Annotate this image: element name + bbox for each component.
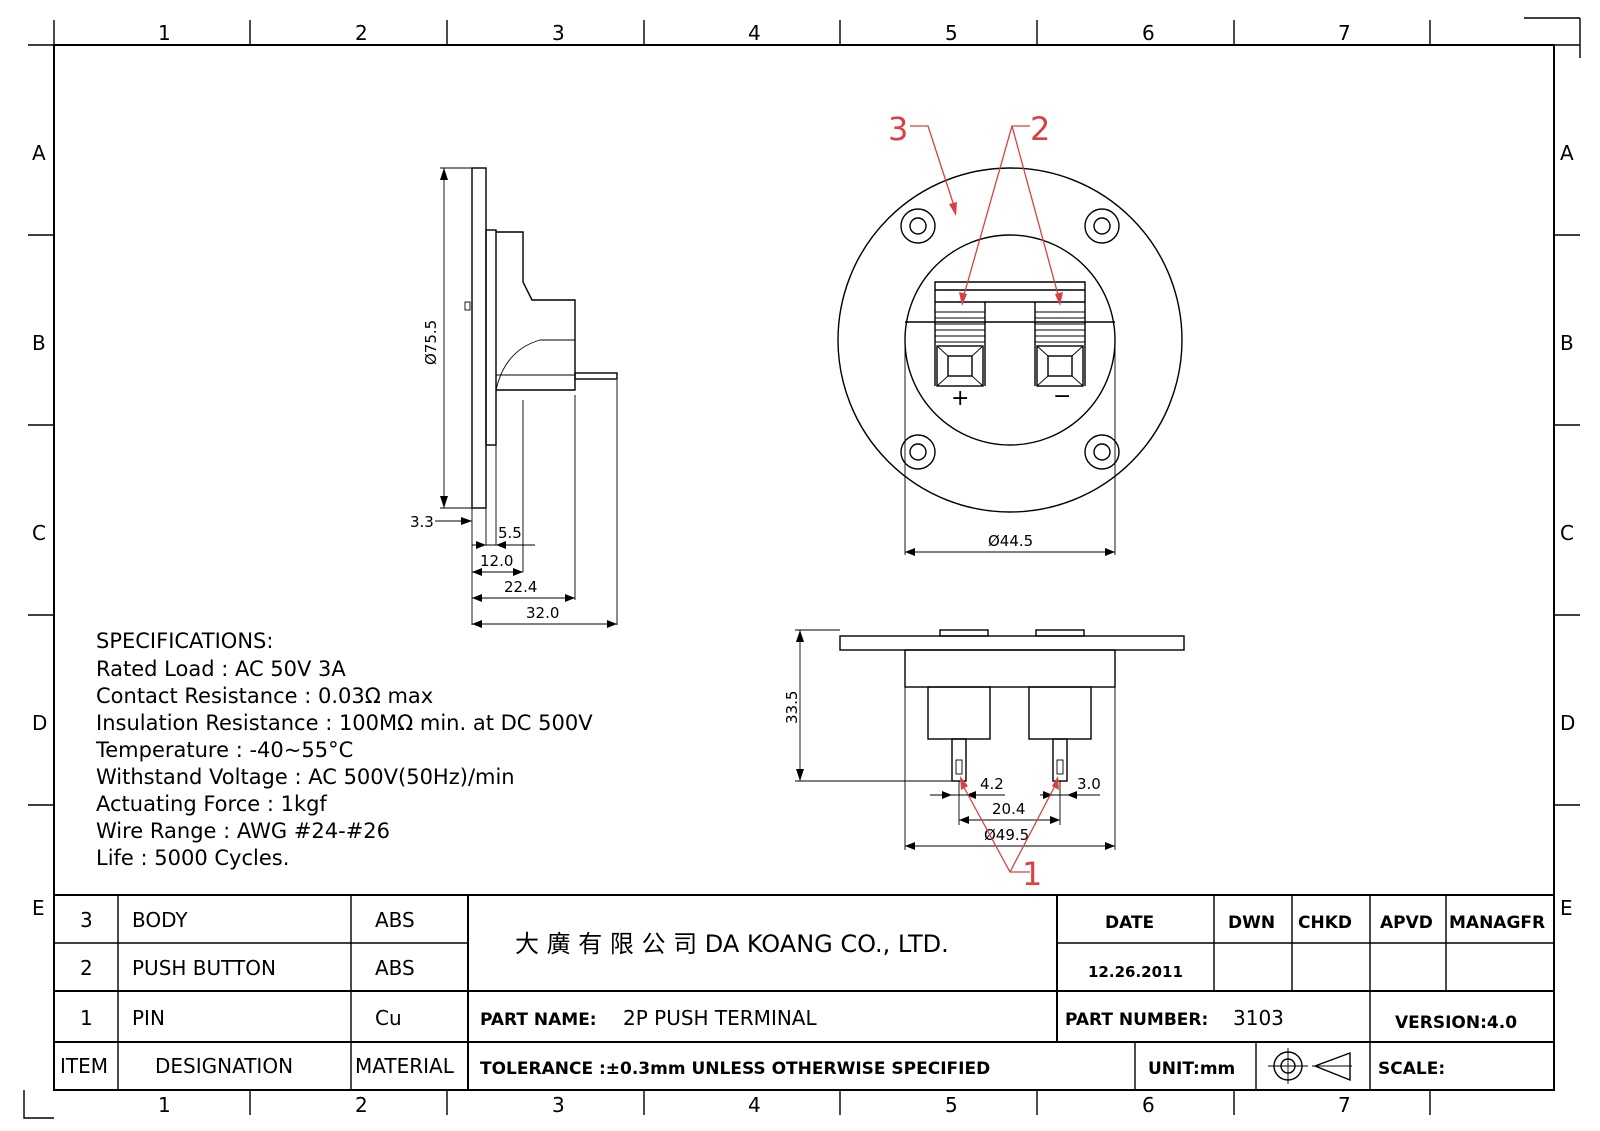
col-label-2: 2 [355,1093,368,1117]
dim-side-12-0: 12.0 [480,552,513,570]
dim-bottom-height: 33.5 [783,691,801,724]
col-label-1: 1 [158,21,171,45]
column-labels-top: 1 2 3 4 5 6 7 [158,21,1351,45]
col-label-1: 1 [158,1093,171,1117]
spec-title: SPECIFICATIONS: [96,629,273,653]
bom-item: 1 [80,1006,93,1030]
callout-3: 3 [888,110,908,148]
bom-item: 3 [80,908,93,932]
bom-header-designation: DESIGNATION [155,1054,293,1078]
dim-bottom-3-0: 3.0 [1077,775,1101,793]
company-name: 大 廣 有 限 公 司 DA KOANG CO., LTD. [515,930,949,958]
dim-side-5-5: 5.5 [498,524,522,542]
dim-bottom-20-4: 20.4 [992,800,1025,818]
callout-2: 2 [1030,110,1050,148]
part-number: 3103 [1233,1006,1284,1030]
bom-material: ABS [375,908,415,932]
dim-side-diameter: Ø75.5 [422,320,440,365]
bom-material: ABS [375,956,415,980]
col-label-5: 5 [945,21,958,45]
col-label-6: 6 [1142,1093,1155,1117]
spec-line: Rated Load : AC 50V 3A [96,657,346,681]
bom-item: 2 [80,956,93,980]
row-label-b: B [1560,331,1574,355]
spec-line: Temperature : -40~55°C [95,738,353,762]
tolerance-note: TOLERANCE :±0.3mm UNLESS OTHERWISE SPECI… [480,1059,990,1079]
spec-line: Insulation Resistance : 100MΩ min. at DC… [96,711,593,735]
col-label-7: 7 [1338,21,1351,45]
unit: UNIT:mm [1148,1059,1235,1079]
spec-line: Actuating Force : 1kgf [96,792,327,816]
chkd-label: CHKD [1298,913,1352,933]
specifications: SPECIFICATIONS: Rated Load : AC 50V 3A C… [95,629,593,870]
part-name: 2P PUSH TERMINAL [623,1006,817,1030]
col-label-6: 6 [1142,21,1155,45]
bom-designation: BODY [132,908,188,932]
scale: SCALE: [1378,1059,1445,1079]
bom-designation: PIN [132,1006,165,1030]
row-label-b: B [32,331,46,355]
row-label-c: C [1560,521,1574,545]
minus-sign: − [1053,384,1071,409]
part-name-label: PART NAME: [480,1010,597,1030]
col-label-3: 3 [552,21,565,45]
callout-1: 1 [1022,855,1042,893]
side-view: Ø75.5 3.3 5.5 12.0 22.4 32.0 [410,167,618,628]
managfr-label: MANAGFR [1449,913,1545,933]
row-label-d: D [1560,711,1575,735]
dim-front-diameter: Ø44.5 [988,532,1033,550]
apvd-label: APVD [1380,913,1433,933]
title-block: 3 BODY ABS 2 PUSH BUTTON ABS 1 PIN Cu IT… [54,894,1554,1090]
spec-line: Contact Resistance : 0.03Ω max [96,684,433,708]
spec-line: Withstand Voltage : AC 500V(50Hz)/min [96,765,515,789]
bom-designation: PUSH BUTTON [132,956,276,980]
drawing-border [53,44,1555,1091]
col-label-4: 4 [748,1093,761,1117]
bom-header-material: MATERIAL [355,1054,455,1078]
column-labels-bottom: 1 2 3 4 5 6 7 [158,1093,1351,1117]
bom-header-item: ITEM [60,1054,108,1078]
spec-line: Life : 5000 Cycles. [96,846,289,870]
row-labels-left: A B C D E [32,141,47,920]
bottom-view: 33.5 4.2 3.0 20.4 Ø49.5 1 [783,629,1185,893]
corner-mark-top-right [1524,17,1581,58]
row-label-a: A [1560,141,1574,165]
col-label-7: 7 [1338,1093,1351,1117]
bom-material: Cu [375,1006,402,1030]
col-label-5: 5 [945,1093,958,1117]
col-label-2: 2 [355,21,368,45]
date-value: 12.26.2011 [1088,963,1183,981]
dim-bottom-4-2: 4.2 [980,775,1004,793]
corner-mark-bottom-left [23,1090,54,1119]
col-label-4: 4 [748,21,761,45]
row-labels-right: A B C D E [1560,141,1575,920]
row-label-e: E [32,896,45,920]
dwn-label: DWN [1228,913,1275,933]
date-label: DATE [1105,913,1154,933]
dim-side-32-0: 32.0 [526,604,559,622]
zone-ticks [28,20,1580,1115]
row-label-a: A [32,141,46,165]
spec-line: Wire Range : AWG #24-#26 [96,819,390,843]
dim-side-22-4: 22.4 [504,578,537,596]
projection-symbol-icon [1268,1048,1352,1084]
row-label-c: C [32,521,46,545]
front-view: + − Ø44.5 3 2 [837,110,1183,556]
part-number-label: PART NUMBER: [1065,1010,1208,1030]
dim-side-3-3: 3.3 [410,513,434,531]
row-label-d: D [32,711,47,735]
plus-sign: + [951,386,969,411]
dim-bottom-diameter: Ø49.5 [984,826,1029,844]
col-label-3: 3 [552,1093,565,1117]
version: VERSION:4.0 [1395,1013,1517,1033]
row-label-e: E [1560,896,1573,920]
